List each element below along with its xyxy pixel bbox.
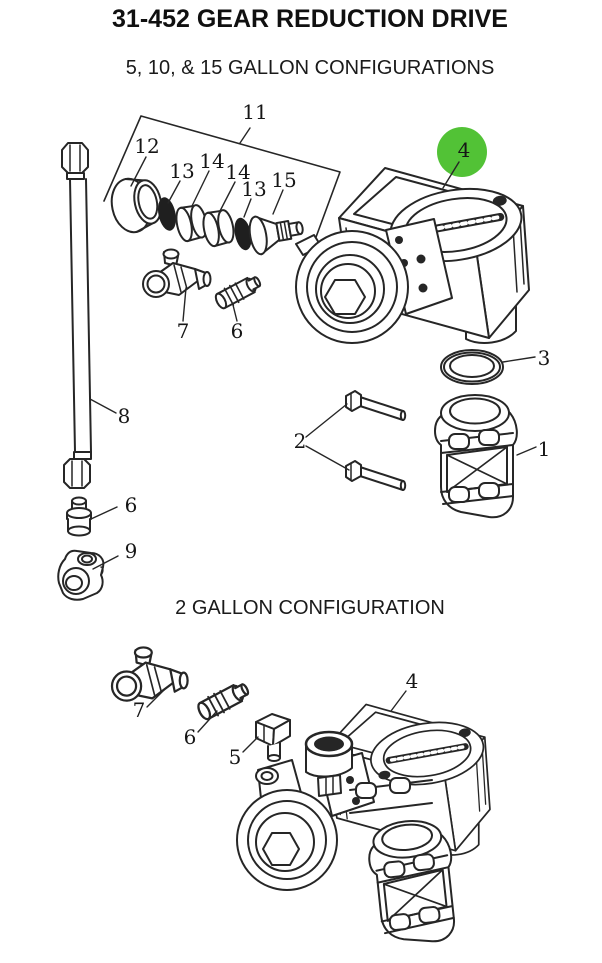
part-7-valve-bottom: [110, 646, 189, 702]
callout-15: 15: [271, 168, 297, 192]
part-14-disc-a: [175, 204, 208, 243]
part-8-suction-tube: [61, 142, 92, 489]
part-4-assembly-bottom: [236, 704, 490, 949]
callout-8: 8: [117, 404, 131, 428]
callout-2: 2: [293, 429, 307, 453]
part-3-oring: [440, 349, 504, 385]
callout-12: 12: [134, 134, 160, 158]
part-13-oring-a: [157, 197, 177, 231]
part-15-cone-fitting: [248, 215, 304, 256]
part-12-cup: [110, 177, 163, 234]
part-6-fitting-top: [211, 271, 265, 313]
callout-1: 1: [537, 437, 551, 461]
part-7-valve-top: [142, 248, 212, 298]
part-9-elbow: [57, 549, 105, 601]
callout-6-lower: 6: [124, 493, 138, 517]
callout-6-top: 6: [230, 319, 244, 343]
callout-3: 3: [537, 346, 551, 370]
callout-14-b: 14: [225, 160, 251, 184]
callout-14-a: 14: [199, 149, 225, 173]
part-4-gearbox-top: [295, 168, 529, 343]
callout-5-s2: 5: [228, 745, 242, 769]
part-2-bolts: [345, 390, 407, 491]
part-13-oring-b: [234, 217, 252, 251]
callout-6-s2: 6: [183, 725, 197, 749]
section1-heading: 5, 10, & 15 GALLON CONFIGURATIONS: [125, 57, 495, 79]
highlight-circle-part-4[interactable]: [437, 127, 487, 177]
callout-4-highlighted[interactable]: 4: [457, 138, 471, 162]
callout-11: 11: [242, 100, 268, 124]
part-6-fitting-lower: [66, 496, 92, 537]
section2-heading: 2 GALLON CONFIGURATION: [175, 597, 445, 619]
part-1-clamp: [434, 394, 518, 519]
part-14-disc-b: [202, 209, 235, 248]
leader-lines: [89, 127, 537, 753]
callout-4-s2: 4: [405, 669, 419, 693]
callout-9: 9: [124, 539, 138, 563]
bracket-part-11: [103, 115, 341, 249]
callout-7-s2: 7: [132, 698, 146, 722]
part-5-elbow-fitting: [255, 713, 291, 762]
callout-13-a: 13: [169, 159, 195, 183]
callout-13-b: 13: [241, 177, 267, 201]
part-6-fitting-bottom: [194, 677, 253, 724]
callout-7-top: 7: [176, 319, 190, 343]
page-title: 31-452 GEAR REDUCTION DRIVE: [112, 5, 508, 33]
